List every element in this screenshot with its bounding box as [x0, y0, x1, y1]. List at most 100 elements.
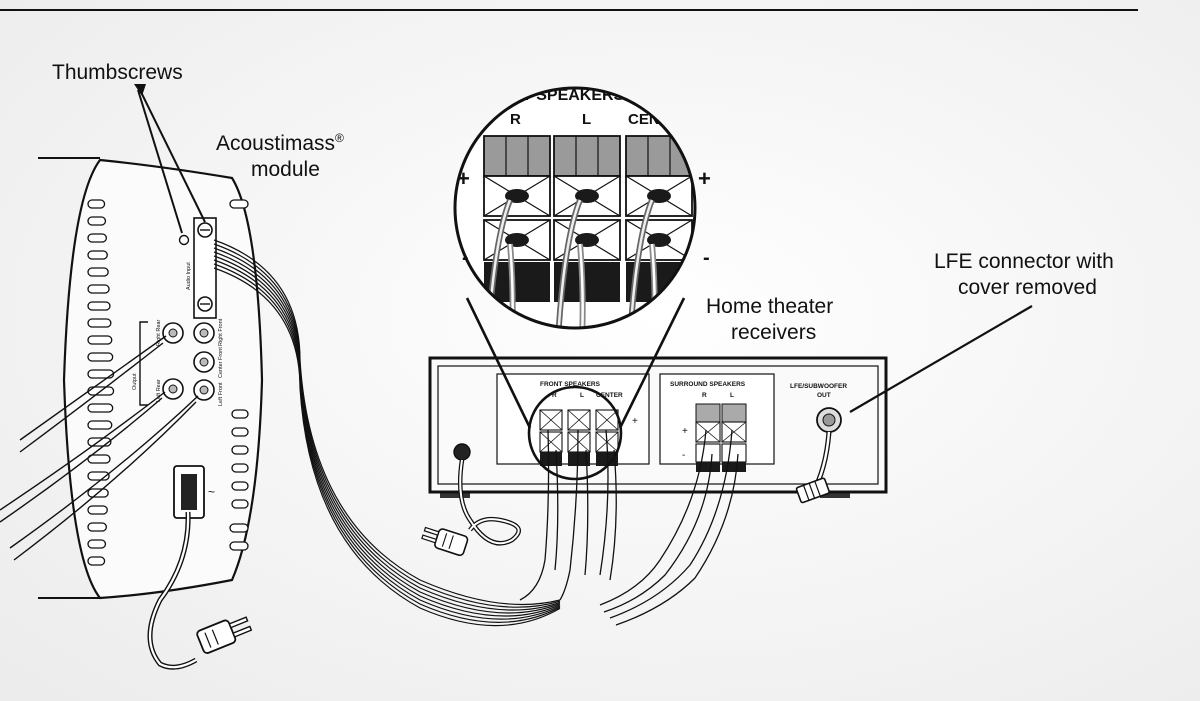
- receiver-power-jack: [453, 443, 471, 461]
- surround-minus-sign: -: [682, 450, 685, 461]
- callout-receiver-line1: Home theater: [706, 295, 833, 318]
- zoom-wire-minus-core: [508, 243, 514, 328]
- module-screw: [178, 234, 190, 246]
- zoom-cone-left: [465, 297, 532, 429]
- vent-slot: [231, 445, 249, 455]
- vent-slot: [87, 522, 108, 532]
- output-label: Output: [132, 373, 138, 390]
- vent-slot: [87, 199, 106, 209]
- surround-terminal-minus: [721, 443, 747, 463]
- front-terminal-base: [568, 452, 590, 466]
- zoom-wire-end: [505, 233, 529, 247]
- ribbon-wire: [213, 239, 561, 606]
- jack-left-front-pin: [199, 385, 209, 395]
- callout-module-line1: Acoustimass®: [216, 131, 344, 155]
- front-speakers-header: FRONT SPEAKERS: [540, 381, 601, 388]
- vent-slot: [87, 318, 112, 328]
- vent-slot: [87, 403, 114, 413]
- ribbon-wire: [213, 263, 561, 623]
- zoom-wire-end: [505, 189, 529, 203]
- callout-thumbscrews: Thumbscrews: [52, 61, 183, 84]
- jack-label-left-front: Left Front: [218, 382, 224, 406]
- zoom-wire-end: [575, 189, 599, 203]
- terminal-cross: [539, 431, 563, 453]
- receiver-inner-frame: [437, 365, 879, 485]
- lfe-cable: [795, 431, 832, 504]
- vent-slot: [87, 250, 108, 260]
- leader-lfe: [849, 305, 1033, 413]
- ribbon-wire: [213, 247, 561, 611]
- jack-label-right-rear: Right Rear: [156, 320, 162, 346]
- vent-slot: [87, 556, 106, 566]
- front-terminal-base: [540, 452, 562, 466]
- audio-input-label: Audio Input: [186, 262, 192, 290]
- vent-slot: [87, 539, 107, 549]
- front-plus-sign: +: [632, 416, 638, 427]
- vent-slot: [231, 499, 249, 509]
- terminal-cross: [539, 409, 563, 431]
- vent-slot: [87, 301, 111, 311]
- terminal-cross: [721, 421, 747, 443]
- acoustimass-module: Audio Input Output Right Rear Right Fron…: [38, 157, 264, 600]
- audio-input-connector: [193, 217, 217, 319]
- leader-arrowhead: [134, 84, 146, 96]
- surround-terminal-base: [722, 462, 746, 472]
- module-power-cord: [147, 511, 253, 670]
- lfe-out-label-line1: LFE/SUBWOOFER: [790, 383, 847, 390]
- zoom-plus-right: +: [698, 166, 711, 191]
- surround-terminal-cap: [721, 403, 747, 423]
- zoom-wire-end: [647, 189, 671, 203]
- front-channel-r: R: [552, 392, 557, 399]
- ribbon-wire: [213, 243, 561, 608]
- vent-slot: [229, 199, 249, 209]
- vent-slot: [231, 409, 249, 419]
- jack-center-front-pin: [199, 357, 209, 367]
- lfe-cable-plug: [795, 477, 830, 504]
- surround-plus-sign: +: [682, 426, 688, 437]
- callout-lfe-line2: cover removed: [958, 276, 1097, 299]
- callout-receiver-line2: receivers: [731, 321, 816, 344]
- zoom-wire-minus-core: [650, 243, 656, 328]
- ribbon-wire: [213, 251, 561, 614]
- output-bracket: [139, 321, 148, 406]
- ribbon-wire: [213, 259, 561, 620]
- vent-slot: [87, 267, 109, 277]
- leader-thumbscrew-2: [139, 89, 206, 223]
- leader-thumbscrew-1: [137, 89, 183, 234]
- zoom-channel-r: R: [510, 111, 521, 128]
- lfe-out-label-line2: OUT: [817, 392, 831, 399]
- terminal-cross: [695, 421, 721, 443]
- terminal-cross: [567, 409, 591, 431]
- vent-slot: [87, 437, 112, 447]
- zoom-plus-left: +: [457, 166, 470, 191]
- callout-module-line2: module: [251, 158, 320, 181]
- callout-lfe-line1: LFE connector with: [934, 250, 1114, 273]
- vent-slot: [87, 505, 108, 515]
- vent-slot: [231, 427, 249, 437]
- module-power-plug: [196, 616, 253, 654]
- jack-right-rear-pin: [168, 328, 178, 338]
- ribbon-wire: [213, 255, 561, 617]
- vent-slot: [229, 541, 249, 551]
- terminal-cross: [567, 431, 591, 453]
- vent-slot: [87, 233, 108, 243]
- receiver-power-cord: [421, 459, 521, 557]
- callouts: Thumbscrews Acoustimass® module Home the…: [52, 61, 1114, 413]
- terminal-cross: [595, 409, 619, 431]
- jack-label-left-rear: Left Rear: [156, 379, 162, 402]
- vents-left: [87, 199, 115, 566]
- vent-slot: [229, 523, 249, 533]
- power-plug-inserted: [181, 474, 197, 510]
- ribbon-cable: [213, 239, 561, 627]
- vent-slot: [87, 284, 110, 294]
- vent-slot: [231, 481, 249, 491]
- speaker-wires-surround: [599, 429, 739, 626]
- receiver-power-plug: [421, 526, 469, 557]
- front-channel-center: CENTER: [596, 392, 623, 399]
- front-terminal-base: [596, 452, 618, 466]
- zoom-wire-minus-core: [578, 243, 584, 328]
- ribbon-wire: [213, 267, 561, 627]
- zoom-wire-plus-core: [556, 199, 582, 328]
